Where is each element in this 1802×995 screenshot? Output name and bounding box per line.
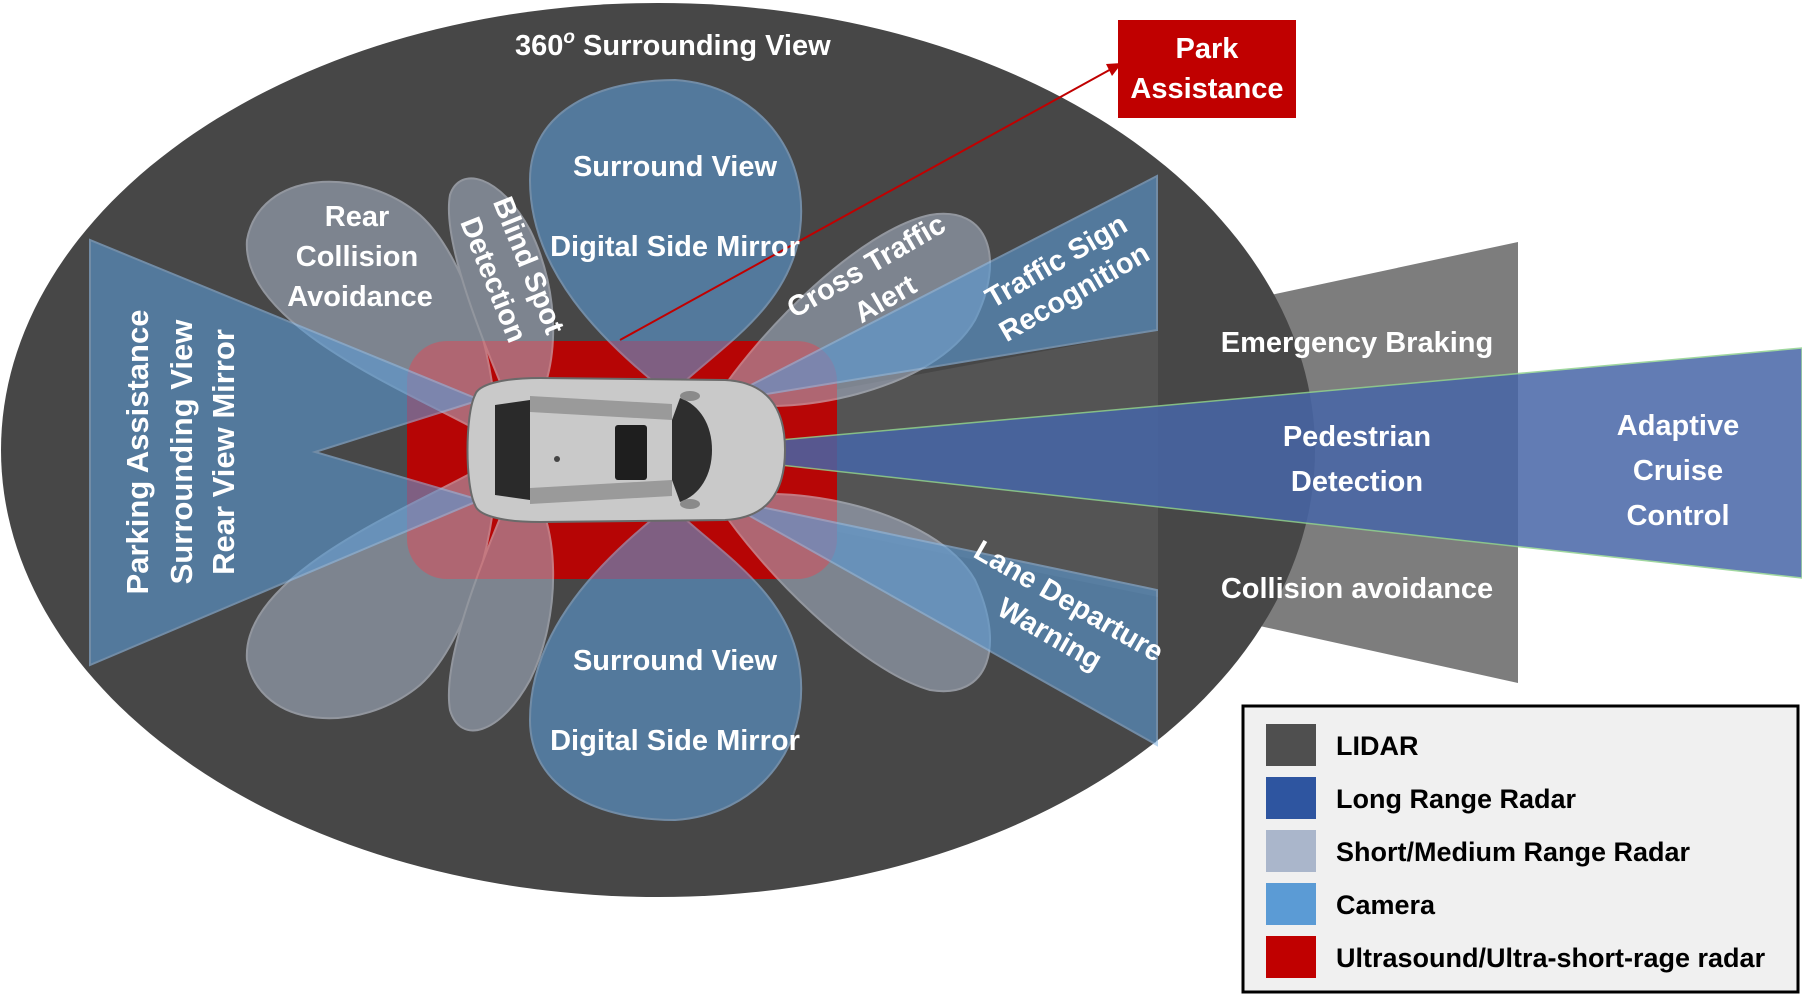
blind-spot-lobe-top xyxy=(447,177,555,432)
legend-swatch-3 xyxy=(1266,883,1316,925)
title-superscript: o xyxy=(563,27,575,48)
legend-label-4: Ultrasound/Ultra-short-rage radar xyxy=(1336,943,1766,973)
legend-box xyxy=(1241,704,1800,994)
legend-label-3: Camera xyxy=(1336,890,1436,920)
rear-collision-label-3: Avoidance xyxy=(287,281,433,313)
digital-side-mirror-bottom-label: Digital Side Mirror xyxy=(550,725,800,757)
rear-camera-labels: Parking Assistance Surrounding View Rear… xyxy=(120,310,241,595)
legend-swatch-1 xyxy=(1266,777,1316,819)
emergency-braking-label: Emergency Braking xyxy=(1221,327,1493,359)
car-top-view xyxy=(466,376,787,524)
legend-label-0: LIDAR xyxy=(1336,731,1419,761)
legend-swatch-0 xyxy=(1266,724,1316,766)
collision-avoidance-label: Collision avoidance xyxy=(1221,573,1493,605)
pedestrian-label-2: Detection xyxy=(1291,466,1423,498)
rear-collision-label-2: Collision xyxy=(296,241,418,273)
park-assistance-label-2: Assistance xyxy=(1130,73,1283,105)
legend-label-2: Short/Medium Range Radar xyxy=(1336,837,1691,867)
park-assistance-label-1: Park xyxy=(1176,33,1240,65)
lane-departure-camera-zone xyxy=(717,497,1158,747)
surround-view-bottom-lobe xyxy=(528,503,803,822)
acc-label-2: Cruise xyxy=(1633,455,1723,487)
rear-view-mirror-label: Rear View Mirror xyxy=(206,329,241,575)
rear-camera-zone xyxy=(89,238,483,667)
park-assistance-arrow xyxy=(619,67,1114,341)
surrounding-view-title: 360o Surrounding View xyxy=(515,27,831,62)
surrounding-view-label: Surrounding View xyxy=(164,319,199,585)
surround-view-bottom-label: Surround View xyxy=(573,645,778,677)
camera-zones xyxy=(89,78,1158,822)
title-number: 360 xyxy=(515,30,563,62)
parking-assistance-label: Parking Assistance xyxy=(120,310,155,595)
park-assistance-box xyxy=(1118,20,1296,118)
rear-collision-label-1: Rear xyxy=(325,201,390,233)
pedestrian-label-1: Pedestrian xyxy=(1283,421,1431,453)
title-text: Surrounding View xyxy=(575,30,831,62)
digital-side-mirror-top-label: Digital Side Mirror xyxy=(550,231,800,263)
acc-label-3: Control xyxy=(1626,500,1729,532)
legend-swatch-4 xyxy=(1266,936,1316,978)
surround-view-top-lobe xyxy=(528,78,803,397)
legend-label-1: Long Range Radar xyxy=(1336,784,1577,814)
traffic-sign-camera-zone xyxy=(717,174,1158,403)
acc-label-1: Adaptive xyxy=(1617,410,1739,442)
surround-view-top-label: Surround View xyxy=(573,151,778,183)
legend-swatch-2 xyxy=(1266,830,1316,872)
blind-spot-lobe-bottom xyxy=(447,468,555,732)
